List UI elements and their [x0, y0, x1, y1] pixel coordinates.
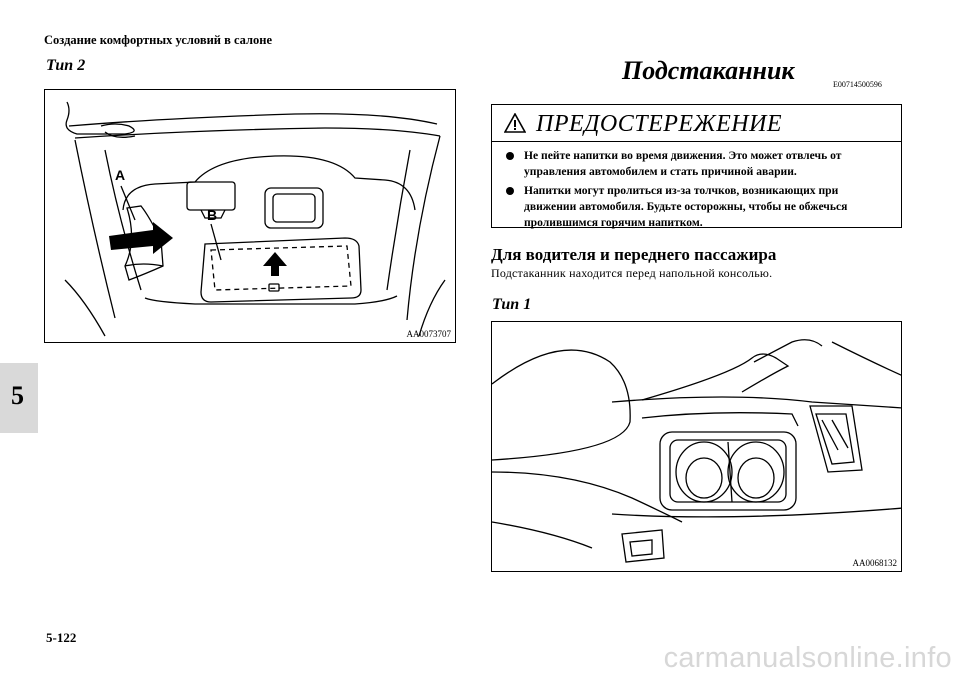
- figure-code: AA0068132: [852, 558, 898, 568]
- figure-code: AA0073707: [406, 329, 452, 339]
- section-title: Создание комфортных условий в салоне: [44, 33, 273, 47]
- warning-triangle-icon: [504, 113, 526, 133]
- bullet-icon: [506, 152, 514, 160]
- warning-header: ПРЕДОСТЕРЕЖЕНИЕ: [492, 105, 901, 142]
- page-title: Подстаканник: [622, 56, 795, 85]
- chapter-tab: [0, 363, 38, 433]
- warning-item: Напитки могут пролиться из-за толчков, в…: [502, 183, 893, 231]
- reference-code: E00714500596: [833, 80, 882, 89]
- warning-list: Не пейте напитки во время движения. Это …: [502, 148, 893, 234]
- label-b: B: [207, 207, 217, 223]
- trunk-cupholder-figure: A B AA0073707: [44, 89, 456, 343]
- warning-title: ПРЕДОСТЕРЕЖЕНИЕ: [536, 111, 783, 137]
- body-text: Подстаканник находится перед напольной к…: [491, 266, 773, 280]
- bullet-icon: [506, 187, 514, 195]
- watermark: carmanualsonline.info: [663, 642, 952, 674]
- trunk-cupholder-illustration: A B: [64, 101, 446, 337]
- subheading: Для водителя и переднего пассажира: [491, 245, 777, 264]
- warning-item: Не пейте напитки во время движения. Это …: [502, 148, 893, 180]
- page-number: 5-122: [46, 630, 77, 645]
- chapter-number: 5: [11, 381, 24, 410]
- type-2-label: Тип 2: [46, 57, 86, 74]
- warning-box: ПРЕДОСТЕРЕЖЕНИЕ Не пейте напитки во врем…: [491, 104, 902, 229]
- label-a: A: [115, 167, 125, 183]
- console-cupholder-illustration: [492, 339, 901, 563]
- console-cupholder-figure: AA0068132: [491, 321, 902, 572]
- warning-item-text: Напитки могут пролиться из-за толчков, в…: [524, 184, 848, 229]
- type-1-label: Тип 1: [492, 296, 532, 313]
- warning-item-text: Не пейте напитки во время движения. Это …: [524, 149, 842, 178]
